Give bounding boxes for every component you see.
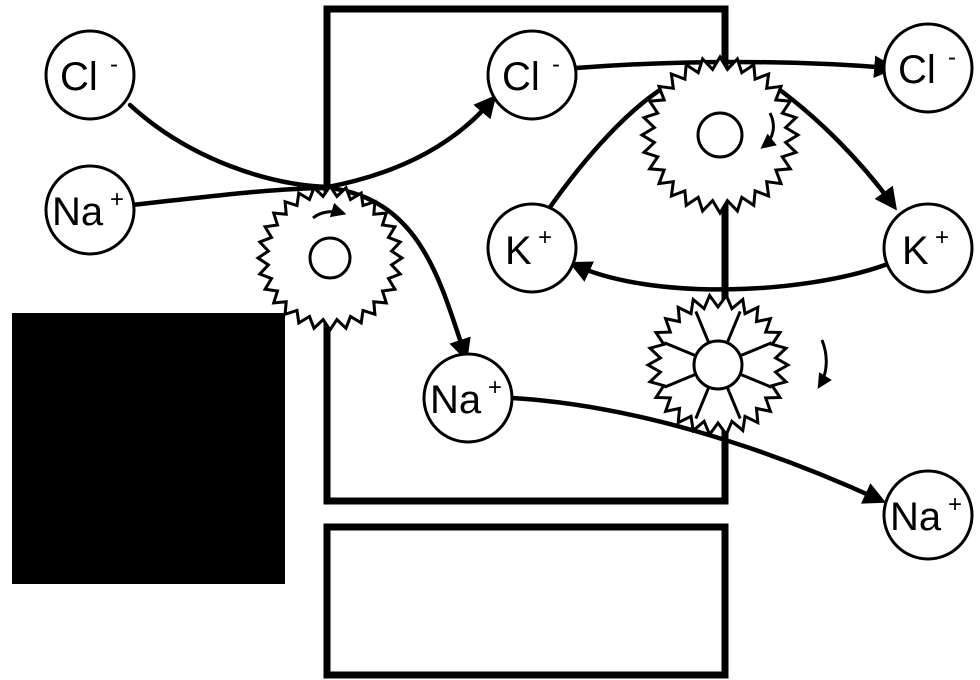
ion-symbol: Cl <box>898 48 936 92</box>
pump-spoke <box>663 372 697 389</box>
ion-charge: + <box>935 224 949 251</box>
cl-to-cell-arrow <box>325 94 497 190</box>
ion-symbol: Cl <box>502 55 540 99</box>
na-exit-arrow <box>509 395 887 504</box>
pump-spoke <box>663 341 697 358</box>
rotation-arrow <box>817 339 832 389</box>
ion-symbol: K <box>505 229 532 273</box>
pump-spoke <box>725 386 742 420</box>
na-entry-path <box>129 185 333 208</box>
ion-cl-center: Cl - <box>486 29 578 121</box>
pump-spoke <box>694 310 711 344</box>
ion-na-right: Na + <box>882 469 974 561</box>
ion-k-inner: K + <box>486 202 578 294</box>
pump-spoke <box>725 310 742 344</box>
gear-outline <box>644 292 792 438</box>
na-k-pump-gear <box>644 292 792 438</box>
gear-outline <box>255 183 405 333</box>
pump-spoke <box>694 386 711 420</box>
ion-symbol: Na <box>52 190 104 234</box>
rotation-arrow <box>312 202 347 220</box>
pump-spoke <box>739 372 773 389</box>
ion-charge: - <box>110 51 118 78</box>
ion-charge: + <box>488 374 502 401</box>
ion-charge: - <box>948 44 956 71</box>
k-return-arrow <box>568 261 888 292</box>
gear-core <box>696 111 744 159</box>
cotransporter-gear <box>255 183 405 333</box>
ion-cl-right: Cl - <box>882 22 974 114</box>
adjacent-cell <box>323 523 729 679</box>
gear-core <box>308 236 352 280</box>
ion-symbol: K <box>902 229 929 273</box>
ion-cl-left: Cl - <box>44 29 136 121</box>
ion-charge: - <box>552 51 560 78</box>
ion-charge: + <box>110 186 124 213</box>
ion-symbol: Cl <box>60 55 98 99</box>
cl-entry-path <box>127 102 331 190</box>
pump-core <box>692 339 744 391</box>
ion-charge: + <box>948 491 962 518</box>
k-inner-to-pump-path <box>545 87 663 213</box>
pump-spoke <box>739 341 773 358</box>
redaction-block <box>12 313 285 584</box>
ion-na-left: Na + <box>44 164 136 256</box>
ion-symbol: Na <box>430 378 482 422</box>
ion-charge: + <box>538 224 552 251</box>
ion-symbol: Na <box>890 495 942 539</box>
k-exit-arrow <box>777 87 897 211</box>
ion-k-right: K + <box>882 202 974 294</box>
rotation-arrow <box>760 112 777 149</box>
ion-na-center: Na + <box>422 352 514 444</box>
gear-outline <box>639 54 801 216</box>
cotransporter-gear-basolateral <box>639 54 801 216</box>
